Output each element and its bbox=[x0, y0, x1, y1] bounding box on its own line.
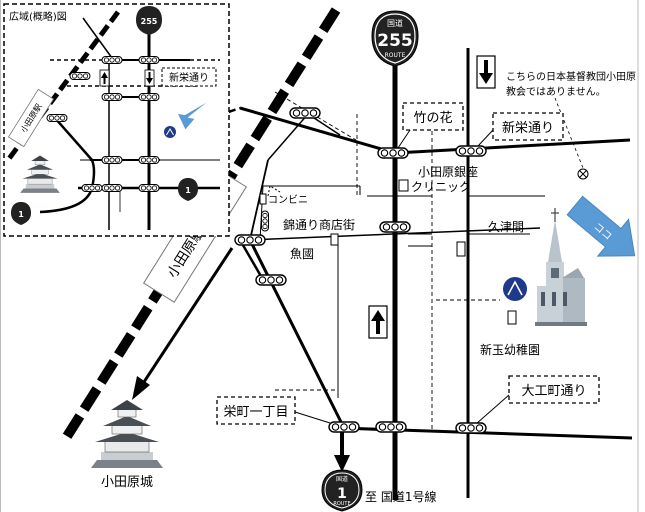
church-marker bbox=[503, 277, 527, 301]
label-takenohana: 竹の花 bbox=[397, 102, 464, 149]
castle-label: 小田原城 bbox=[101, 475, 153, 490]
inset-map: 広域(概略)図 小田原駅 bbox=[3, 3, 230, 237]
church-note-2: 教会ではありません。 bbox=[506, 85, 606, 98]
label-sakaecho: 栄町一丁目 bbox=[216, 396, 331, 425]
kindergarten-label: 新玉幼稚園 bbox=[480, 342, 540, 357]
castle-direction-arrow bbox=[140, 247, 234, 386]
one-way-down-arrow bbox=[476, 55, 496, 89]
uokuni-building bbox=[330, 233, 339, 246]
one-way-up-arrow bbox=[368, 305, 388, 339]
local-roads bbox=[259, 185, 545, 398]
label-shinsakae: 新栄通り bbox=[477, 112, 564, 147]
uokuni-label: 魚國 bbox=[290, 247, 314, 261]
castle-image bbox=[90, 399, 164, 469]
kutsuma-building bbox=[456, 241, 466, 257]
inset-shield-1-a: 1 bbox=[185, 186, 191, 195]
route-1-shield: 国道 1 ROUTE bbox=[321, 469, 363, 512]
inset-shield-255: 255 bbox=[141, 17, 158, 26]
svg-text:ROUTE: ROUTE bbox=[385, 52, 406, 59]
konbini-label: コンビニ bbox=[268, 194, 308, 206]
svg-text:国道: 国道 bbox=[387, 18, 403, 28]
svg-text:栄町一丁目: 栄町一丁目 bbox=[223, 405, 288, 420]
here-arrow: ココ bbox=[566, 195, 636, 257]
church-note-1: こちらの日本基督教団小田原 bbox=[506, 70, 636, 83]
railway bbox=[61, 7, 341, 441]
svg-text:竹の花: 竹の花 bbox=[413, 110, 452, 126]
inset-shinsakae-label: 新栄通り bbox=[169, 71, 209, 84]
minor-roads bbox=[274, 91, 500, 430]
inset-shield-1-b: 1 bbox=[18, 210, 24, 219]
inset-title: 広域(概略)図 bbox=[9, 10, 67, 23]
ginza-label: 小田原銀座 bbox=[418, 164, 478, 179]
nishiki-label: 錦通り商店街 bbox=[283, 217, 355, 232]
label-daikucho: 大工町通り bbox=[475, 375, 600, 425]
svg-text:大工町通り: 大工町通り bbox=[521, 384, 586, 399]
svg-text:新栄通り: 新栄通り bbox=[502, 120, 554, 136]
clinic-label: クリニック bbox=[411, 180, 471, 194]
church-image bbox=[535, 208, 587, 326]
route-255-shield: 国道 255 ROUTE bbox=[371, 10, 419, 67]
traffic-signals bbox=[234, 107, 487, 434]
south-arrow bbox=[334, 455, 350, 472]
svg-text:国道: 国道 bbox=[336, 475, 348, 483]
kutsuma-label: 久津間 bbox=[488, 220, 524, 234]
svg-text:255: 255 bbox=[377, 31, 413, 51]
svg-text:1: 1 bbox=[337, 486, 347, 502]
svg-text:ROUTE: ROUTE bbox=[333, 501, 350, 507]
route1-caption: 至 国道1号線 bbox=[365, 489, 436, 504]
